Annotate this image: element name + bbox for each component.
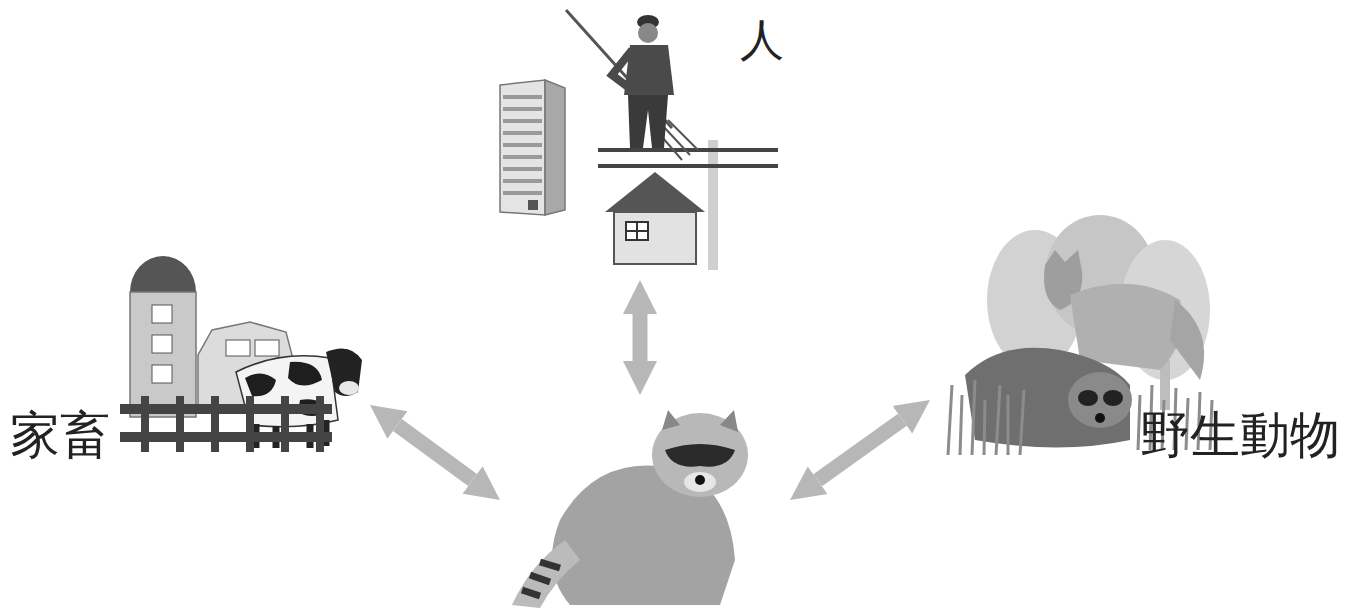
tanuki-body xyxy=(965,348,1130,448)
raccoon-mask xyxy=(665,444,735,467)
office-building xyxy=(500,80,565,215)
building-side xyxy=(545,80,565,215)
silo-dome xyxy=(130,256,196,292)
farmer-arm xyxy=(612,50,632,90)
house-window xyxy=(626,222,648,240)
group-label: 人 xyxy=(740,18,784,62)
double-arrow xyxy=(818,420,903,480)
silo-window xyxy=(152,335,172,353)
power-line xyxy=(598,140,778,270)
farmer-figure xyxy=(566,10,698,160)
building-front xyxy=(500,80,545,215)
tail-rings xyxy=(522,562,560,596)
tanuki-head xyxy=(1068,372,1132,428)
raccoon-body xyxy=(552,466,735,605)
silo-body xyxy=(130,292,196,417)
raccoon-muzzle xyxy=(684,472,716,492)
raccoon-group xyxy=(500,395,790,610)
wire xyxy=(598,164,778,168)
group-label: 家畜 xyxy=(10,410,110,460)
window-frame xyxy=(626,222,648,240)
cow-head xyxy=(326,348,362,396)
double-arrow xyxy=(633,314,648,361)
barn-window xyxy=(255,340,279,356)
human-group: 人 xyxy=(500,0,780,280)
raccoon-dog xyxy=(965,348,1132,448)
barn-window xyxy=(226,340,250,356)
silo-window xyxy=(152,305,172,323)
silo-window xyxy=(152,365,172,383)
group-label: 野生動物 xyxy=(1140,410,1340,460)
farmer-head xyxy=(638,23,658,43)
fence-rail xyxy=(120,404,332,414)
raccoon-nose xyxy=(695,475,705,485)
tanuki-nose xyxy=(1095,413,1105,423)
raccoon-ears xyxy=(662,410,738,432)
fence-posts xyxy=(145,396,320,452)
fox-tail xyxy=(1170,300,1204,380)
utility-pole xyxy=(708,140,718,270)
fox-body xyxy=(1070,284,1183,370)
fence xyxy=(120,396,332,452)
wildlife-group: 野生動物 xyxy=(930,220,1357,480)
tanuki-mask xyxy=(1103,390,1123,406)
house xyxy=(605,172,705,264)
tanuki-mask xyxy=(1078,390,1098,406)
fence-rail xyxy=(120,432,332,442)
double-arrow xyxy=(397,425,472,480)
raccoon-tail xyxy=(512,540,580,608)
livestock-group: 家畜 xyxy=(0,240,370,480)
cow-muzzle xyxy=(339,381,359,395)
house-wall xyxy=(614,212,696,264)
farmer-legs xyxy=(628,95,668,148)
building-door xyxy=(528,200,538,210)
building-windows xyxy=(503,97,542,193)
house-roof xyxy=(605,172,705,212)
raccoon xyxy=(512,410,748,608)
